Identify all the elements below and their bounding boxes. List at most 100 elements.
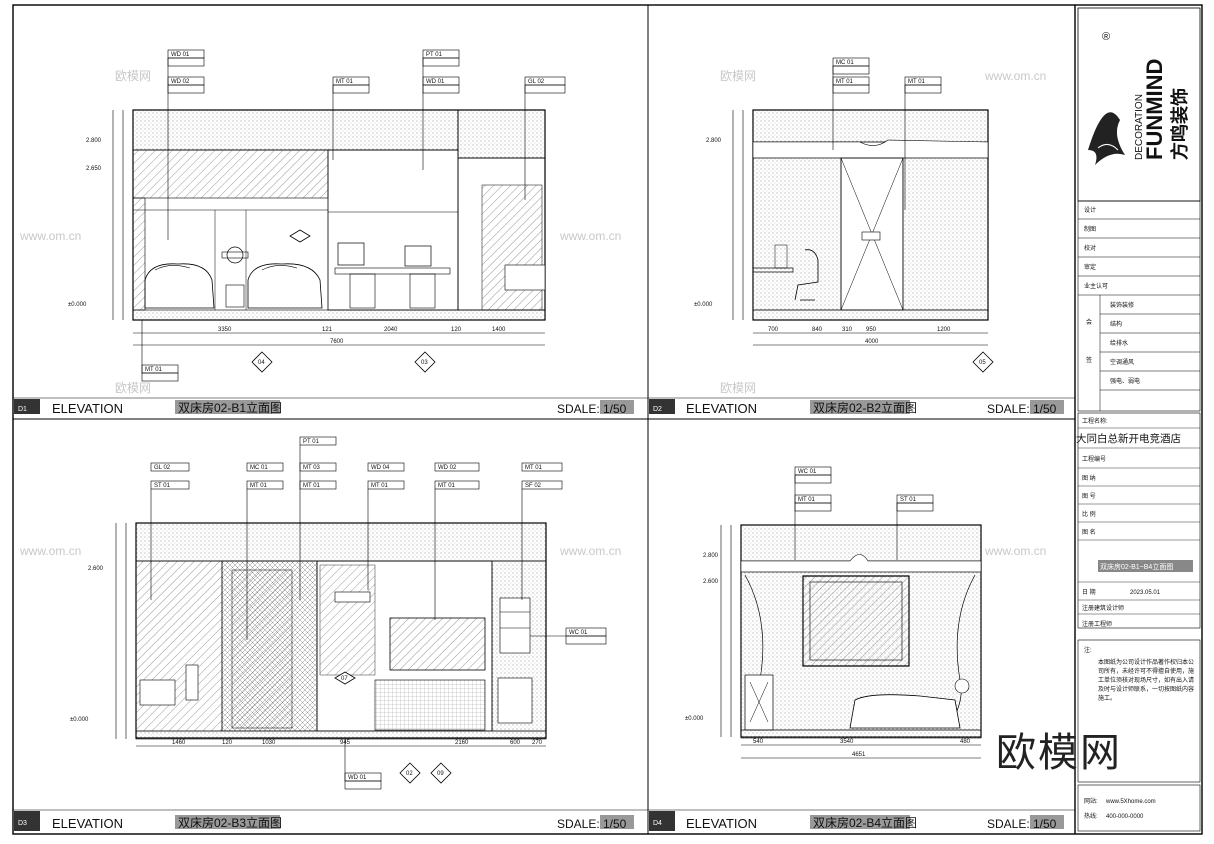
tb-project-label: 工程名称: bbox=[1082, 417, 1108, 425]
tag-label: WD 01 bbox=[426, 79, 445, 85]
dimension-text: 1030 bbox=[262, 740, 276, 746]
elevation-panel-1 bbox=[13, 49, 648, 414]
watermark: www.om.cn bbox=[19, 229, 81, 243]
tag-label: MT 03 bbox=[303, 465, 321, 471]
level-mark: ±0.000 bbox=[685, 716, 704, 722]
scale-label-2: SDALE: bbox=[987, 402, 1030, 416]
panel-title-1: 双床房02-B1立面图 bbox=[178, 400, 282, 415]
tag-label: MT 01 bbox=[908, 79, 926, 85]
level-mark: 2.600 bbox=[703, 579, 719, 585]
dimension-text: 950 bbox=[866, 327, 877, 333]
tag-label: WD 02 bbox=[438, 465, 457, 471]
dimension-text: 270 bbox=[532, 740, 543, 746]
watermark: www.om.cn bbox=[559, 544, 621, 558]
section-mark: 09 bbox=[437, 771, 444, 777]
scale-label-3: SDALE: bbox=[557, 817, 600, 831]
tag-label: GL 02 bbox=[528, 79, 545, 85]
tag-label: MT 01 bbox=[525, 465, 543, 471]
tb-drawing-label: 图 纳 bbox=[1082, 474, 1096, 482]
tb-note-text: 本图纸为公司设计作品著作权归本公司所有，未经许可不得擅自使用，施工单位须核对现场… bbox=[1098, 659, 1195, 702]
title-block bbox=[1077, 7, 1201, 832]
tb-note-label: 注: bbox=[1084, 646, 1092, 654]
tag-label: WD 04 bbox=[371, 465, 390, 471]
dimension-text: 700 bbox=[768, 327, 779, 333]
panel-title-4: 双床房02-B4立面图 bbox=[813, 815, 917, 830]
scale-value-4: 1/50 bbox=[1033, 817, 1057, 831]
tb-signoff: 结构 bbox=[1110, 320, 1122, 328]
tb-phone: 400-000-0000 bbox=[1106, 814, 1144, 820]
tb-number-label: 图 号 bbox=[1082, 493, 1096, 500]
panel-title-3: 双床房02-B3立面图 bbox=[178, 815, 282, 830]
elevation-label-3: ELEVATION bbox=[52, 816, 123, 831]
tag-label: GL 02 bbox=[154, 465, 171, 471]
level-mark: 2.800 bbox=[86, 138, 102, 144]
scale-value-3: 1/50 bbox=[603, 817, 627, 831]
dimension-text: 4651 bbox=[852, 752, 866, 758]
section-mark: 02 bbox=[406, 771, 413, 777]
tb-signoff: 装饰装修 bbox=[1110, 301, 1134, 309]
tb-scale-label: 比 例 bbox=[1082, 510, 1096, 518]
tag-label: MT 01 bbox=[438, 483, 456, 489]
tag-label: PT 01 bbox=[303, 439, 320, 445]
tag-label: MT 01 bbox=[371, 483, 389, 489]
tb-phone-label: 热线: bbox=[1084, 812, 1098, 820]
watermark: www.om.cn bbox=[984, 69, 1046, 83]
dimension-text: 1400 bbox=[492, 327, 506, 333]
panel-title-2: 双床房02-B2立面图 bbox=[813, 400, 917, 415]
tb-website: www.5Xhome.com bbox=[1105, 799, 1156, 805]
scale-value-2: 1/50 bbox=[1033, 402, 1057, 416]
elevation-label-1: ELEVATION bbox=[52, 401, 123, 416]
tb-row: 业主认可 bbox=[1084, 282, 1108, 290]
tag-label: MT 01 bbox=[336, 79, 354, 85]
tag-label: WD 02 bbox=[171, 79, 190, 85]
elevation-label-4: ELEVATION bbox=[686, 816, 757, 831]
tag-label: WC 01 bbox=[798, 469, 817, 475]
scale-label-1: SDALE: bbox=[557, 402, 600, 416]
section-mark: 03 bbox=[421, 360, 428, 366]
dimension-text: 840 bbox=[812, 327, 823, 333]
tb-project-name: 大同白总新开电竞酒店 bbox=[1076, 432, 1181, 445]
dimension-text: 600 bbox=[510, 740, 521, 746]
watermark-large: 欧模网 bbox=[996, 730, 1122, 776]
tb-website-label: 网站: bbox=[1084, 797, 1098, 805]
tag-label: WD 01 bbox=[171, 52, 190, 58]
tag-label: MT 01 bbox=[145, 367, 163, 373]
dimension-text: 480 bbox=[960, 739, 971, 745]
tb-sign-label: 签 bbox=[1086, 356, 1092, 364]
dimension-text: 540 bbox=[753, 739, 764, 745]
tag-label: MT 01 bbox=[250, 483, 268, 489]
elevation-panel-2 bbox=[648, 57, 1075, 414]
dimension-text: 1460 bbox=[172, 740, 186, 746]
tb-designer-label: 注册建筑设计师 bbox=[1082, 604, 1124, 612]
tb-engineer-label: 注册工程师 bbox=[1082, 620, 1112, 628]
level-mark: 2.600 bbox=[88, 566, 104, 572]
tb-signoff: 空调通风 bbox=[1110, 358, 1134, 366]
dimension-text: 7600 bbox=[330, 339, 344, 345]
tag-label: MT 01 bbox=[836, 79, 854, 85]
tag-label: MC 01 bbox=[836, 60, 854, 66]
section-mark: 05 bbox=[979, 360, 986, 366]
dimension-text: 121 bbox=[322, 327, 333, 333]
brand-cn: 方鸣装饰 bbox=[1169, 88, 1190, 160]
watermark: 欧模网 bbox=[720, 381, 756, 395]
level-mark: 2.800 bbox=[703, 553, 719, 559]
elevation-panel-4 bbox=[648, 466, 1075, 831]
tag-label: WC 01 bbox=[569, 630, 588, 636]
scale-label-4: SDALE: bbox=[987, 817, 1030, 831]
level-mark: 2.650 bbox=[86, 166, 102, 172]
tb-sign-label: 会 bbox=[1086, 318, 1092, 326]
brand-sub: DECORATION bbox=[1134, 94, 1145, 160]
watermark: 欧模网 bbox=[115, 381, 151, 395]
panel-code-3: D3 bbox=[18, 820, 27, 827]
tag-label: MT 01 bbox=[303, 483, 321, 489]
watermark: 欧模网 bbox=[115, 69, 151, 83]
dimension-text: 2040 bbox=[384, 327, 398, 333]
level-mark: ±0.000 bbox=[68, 302, 87, 308]
tb-row: 制图 bbox=[1084, 225, 1096, 233]
elevation-label-2: ELEVATION bbox=[686, 401, 757, 416]
dimension-text: 120 bbox=[451, 327, 462, 333]
elevation-panel-3 bbox=[13, 436, 648, 831]
tag-label: WD 01 bbox=[348, 775, 367, 781]
dimension-text: 3540 bbox=[840, 739, 854, 745]
tb-date-label: 日 期 bbox=[1082, 588, 1096, 596]
